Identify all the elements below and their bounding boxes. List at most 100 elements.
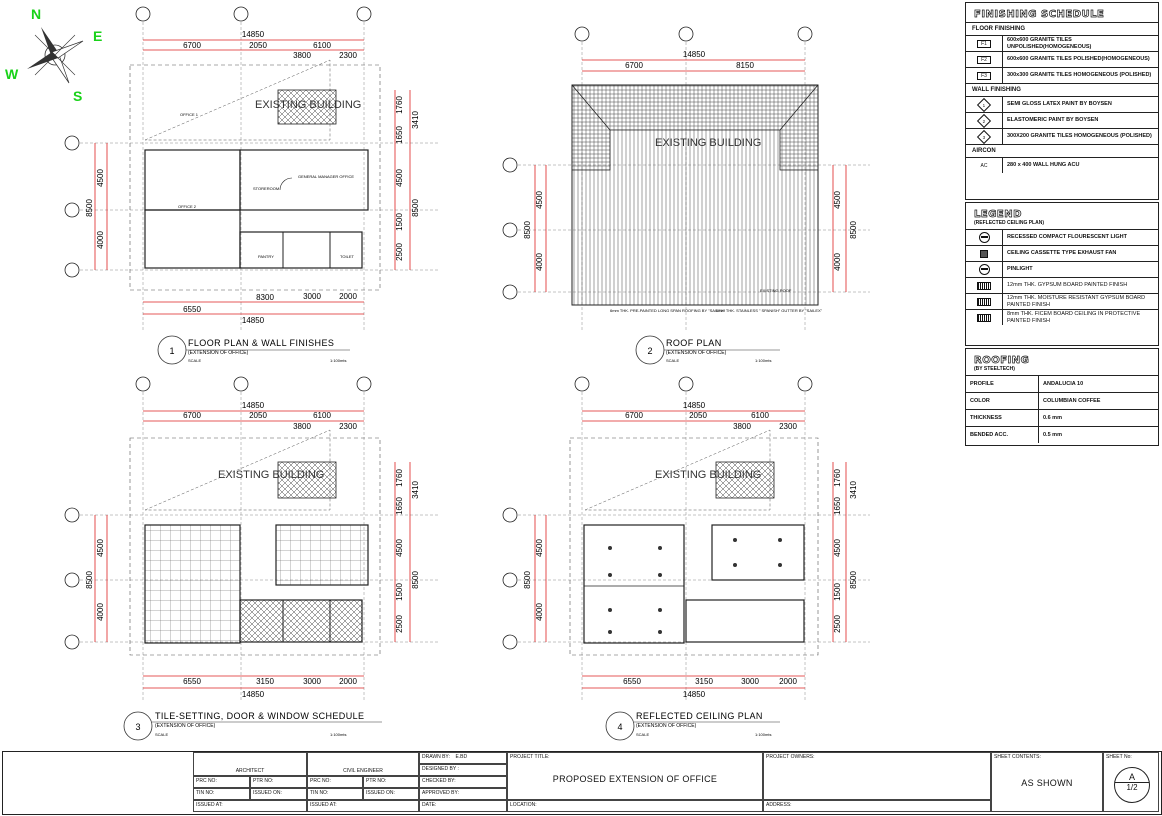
plan4-right-dim: 1760 <box>833 469 842 487</box>
sheet-contents-box: SHEET CONTENTS: AS SHOWN <box>991 752 1103 812</box>
compass-rose: N E S W <box>5 6 102 104</box>
plan3-top-sub: 3800 <box>293 422 311 431</box>
legend-text: PINLIGHT <box>1007 266 1033 273</box>
legend-text: CEILING CASSETTE TYPE EXHAUST FAN <box>1007 250 1117 257</box>
plan4-right-dim: 1650 <box>833 497 842 515</box>
plan3-top-dim: 6100 <box>313 411 331 420</box>
legend-row: RECESSED COMPACT FLOURESCENT LIGHT <box>966 229 1158 245</box>
plan4-bot-dim: 3150 <box>695 677 713 686</box>
sheet-no-label: SHEET No: <box>1106 754 1132 760</box>
aircon-text: 280 x 400 WALL HUNG ACU <box>1007 162 1080 169</box>
plan3-top-dim: 2050 <box>249 411 267 420</box>
plan1-bot-total: 14850 <box>242 316 265 325</box>
plan-tile-setting: EXISTING BUILDING 14850 6700 2050 6100 3… <box>64 376 440 741</box>
checked-by: CHECKED BY: <box>419 776 507 788</box>
gypsum-board-icon <box>977 281 991 290</box>
project-title-label: PROJECT TITLE: <box>510 754 550 760</box>
wall-finish-text: ELASTOMERIC PAINT BY BOYSEN <box>1007 117 1099 124</box>
plan2-number: 2 <box>647 346 652 356</box>
wall-finish-text: SEMI GLOSS LATEX PAINT BY BOYSEN <box>1007 101 1112 108</box>
plan1-room-gm: GENERAL MANAGER OFFICE <box>298 174 354 179</box>
plan4-number: 4 <box>617 722 622 732</box>
plan2-note1: 6mm THK. PRE-PAINTED LONG SPAN ROOFING B… <box>610 308 726 313</box>
plan1-right-dim: 4500 <box>395 169 404 187</box>
plan3-right-total2: 8500 <box>411 571 420 589</box>
title-block: ARCHITECT CIVIL ENGINEER PRC NO: PTR NO:… <box>2 751 1162 815</box>
wall-finish-text: 300X200 GRANITE TILES HOMOGENEOUS (POLIS… <box>1007 133 1152 140</box>
plan2-left-total: 8500 <box>523 221 532 239</box>
plan4-bot-dim: 3000 <box>741 677 759 686</box>
civil-issued-on: ISSUED ON: <box>363 788 419 800</box>
plan3-bot-dim: 6550 <box>183 677 201 686</box>
floor-tag: F2 <box>977 55 991 64</box>
wall-tag: 3 <box>982 133 986 139</box>
legend-row: 12mm THK. MOISTURE RESISTANT GYPSUM BOAR… <box>966 293 1158 309</box>
plan2-note2: 5mm THK. STAINLESS " SPANISH" GUTTER BY … <box>716 308 823 313</box>
drawn-by: DRAWN BY: E.BD <box>419 752 507 764</box>
arch-ptr: PTR NO: <box>250 776 307 788</box>
floor-finish-text: 600x600 GRANITE TILES POLISHED(HOMOGENEO… <box>1007 56 1150 63</box>
floor-finish-row: F2 600x600 GRANITE TILES POLISHED(HOMOGEN… <box>966 51 1158 67</box>
finishing-title: FINISHING SCHEDULE <box>974 9 1105 21</box>
plan2-right-dim: 4000 <box>833 253 842 271</box>
fluorescent-light-icon <box>978 232 990 243</box>
drawn-by-label: DRAWN BY: <box>422 754 450 760</box>
plan3-subtitle: (EXTENSION OF OFFICE) <box>155 723 216 729</box>
plan4-bot-dim: 6550 <box>623 677 641 686</box>
plan1-right-dim: 1500 <box>395 213 404 231</box>
ficem-board-icon <box>977 313 991 322</box>
plan3-right-total: 3410 <box>411 481 420 499</box>
roofing-key: BENDED ACC. <box>966 427 1039 443</box>
plan2-title: ROOF PLAN <box>666 338 722 348</box>
project-title: PROPOSED EXTENSION OF OFFICE <box>552 774 718 784</box>
plan1-room-pantry: PANTRY <box>258 254 274 259</box>
plan3-bot-dim: 3150 <box>256 677 274 686</box>
plan3-number: 3 <box>135 722 140 732</box>
plan-floor: EXISTING BUILDING OFFICE 1 OFFICE 2 GENE… <box>64 6 440 365</box>
plan1-left-dim: 4500 <box>96 169 105 187</box>
arch-issued-on: ISSUED ON: <box>250 788 307 800</box>
plan-roof: EXISTING BUILDING EXISTING ROOF 6mm THK.… <box>502 26 870 365</box>
plan1-bot-dim: 2000 <box>339 292 357 301</box>
legend-box: LEGEND (REFLECTED CEILING PLAN) RECESSED… <box>965 202 1159 346</box>
project-owners: PROJECT OWNERS: <box>763 752 991 800</box>
plan1-top-total: 14850 <box>242 30 265 39</box>
moisture-board-icon <box>977 297 991 306</box>
plan1-top-sub: 3800 <box>293 51 311 60</box>
wall-finish-row: 2 ELASTOMERIC PAINT BY BOYSEN <box>966 112 1158 128</box>
plans-canvas: N E S W EXISTING BUILDING OFFICE 1 OFFIC… <box>5 6 870 741</box>
plan4-building-label: EXISTING BUILDING <box>655 469 761 481</box>
plan4-top-sub: 3800 <box>733 422 751 431</box>
plan3-right-dim: 1500 <box>395 583 404 601</box>
floor-finish-text: 600x600 GRANITE TILES UNPOLISHED(HOMOGEN… <box>1007 37 1092 50</box>
aircon-label: AIRCON <box>966 144 1158 157</box>
plan3-scale-value: 1:100mts <box>330 732 346 737</box>
arch-issued-at: ISSUED AT: <box>193 800 307 812</box>
wall-tag: 2 <box>982 117 986 123</box>
civil-ptr: PTR NO: <box>363 776 419 788</box>
legend-row: CEILING CASSETTE TYPE EXHAUST FAN <box>966 245 1158 261</box>
floor-finishing-label: FLOOR FINISHING <box>966 22 1158 35</box>
plan2-top-dim: 6700 <box>625 61 643 70</box>
legend-title: LEGEND <box>974 209 1022 221</box>
plan2-note-existing: EXISTING ROOF <box>760 288 792 293</box>
plan3-bot-dim: 3000 <box>303 677 321 686</box>
plan4-scale-value: 1:100mts <box>755 732 771 737</box>
plan1-room-toilet: TOILET <box>340 254 354 259</box>
legend-text: RECESSED COMPACT FLOURESCENT LIGHT <box>1007 234 1127 241</box>
legend-row: PINLIGHT <box>966 261 1158 277</box>
plan4-left-dim: 4500 <box>535 539 544 557</box>
plan3-right-dim: 4500 <box>395 539 404 557</box>
plan3-title: TILE-SETTING, DOOR & WINDOW SCHEDULE <box>155 711 364 721</box>
plan4-top-dim: 6100 <box>751 411 769 420</box>
civil-prc: PRC NO: <box>307 776 363 788</box>
roofing-key: COLOR <box>966 393 1039 409</box>
roofing-key: THICKNESS <box>966 410 1039 426</box>
